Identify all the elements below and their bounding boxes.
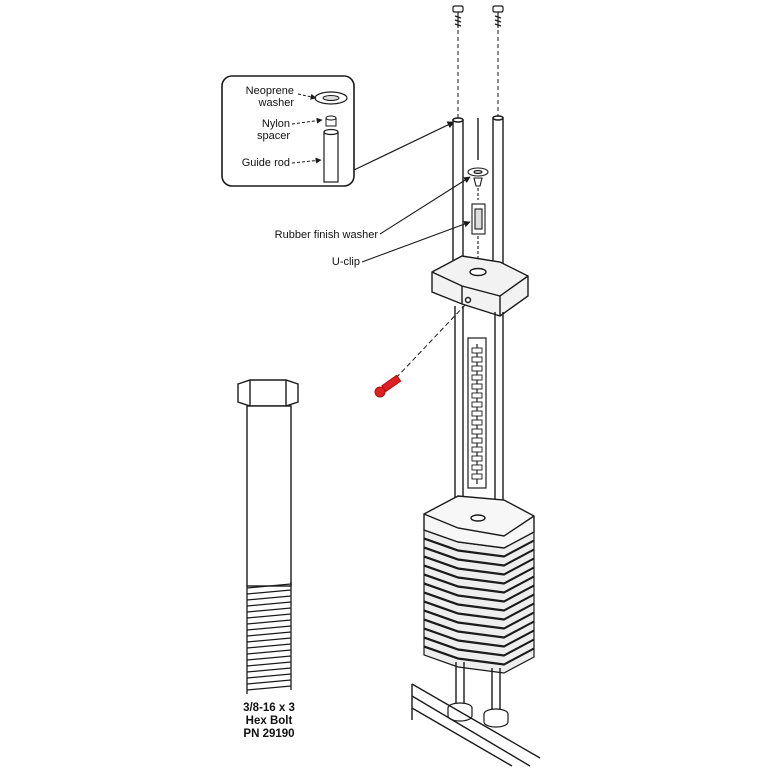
- rubber-washer-leader: [379, 176, 471, 235]
- weight-plate: [423, 601, 535, 629]
- thread-line: [246, 631, 292, 637]
- nylon-spacer-icon: [325, 115, 337, 127]
- stem-hole: [471, 455, 483, 462]
- weight-plate: [423, 628, 535, 656]
- stem-hole: [471, 446, 483, 453]
- stem-hole: [471, 401, 483, 408]
- selector-pin-icon: [374, 374, 402, 398]
- weight-plate: [423, 646, 535, 674]
- thread-line: [246, 649, 292, 655]
- stem-hole: [471, 410, 483, 417]
- stem-hole: [471, 419, 483, 426]
- label-rubber-finish-washer: Rubber finish washer: [274, 229, 378, 241]
- thread-line: [246, 625, 292, 631]
- callout-leader-line: [353, 121, 455, 171]
- stem-hole: [471, 374, 483, 381]
- stem-hole: [471, 356, 483, 363]
- weight-plate: [423, 610, 535, 638]
- thread-line: [246, 619, 292, 625]
- thread-line: [246, 655, 292, 661]
- label-neoprene-line1: Neoprene: [245, 85, 294, 97]
- label-neoprene-line2: washer: [258, 97, 294, 109]
- thread-line: [246, 637, 292, 643]
- guide-rod-icon: [323, 128, 339, 183]
- thread-edge: [246, 582, 292, 694]
- weight-plate: [423, 556, 535, 584]
- stem-hole: [471, 365, 483, 372]
- label-guide-rod: Guide rod: [241, 157, 290, 169]
- stem-hole: [471, 464, 483, 471]
- hex-bolt-icon: [237, 379, 299, 587]
- weight-stack: [423, 529, 535, 674]
- thread-line: [246, 661, 292, 667]
- label-nylon-spacer: Nylon spacer: [214, 118, 290, 142]
- weight-plate: [423, 565, 535, 593]
- guide-rods-middle: [454, 306, 504, 500]
- weight-plate: [423, 583, 535, 611]
- thread-line: [246, 685, 292, 691]
- weight-plate: [423, 637, 535, 665]
- guide-rods-lower: [455, 662, 501, 712]
- stem-hole: [471, 437, 483, 444]
- thread-line: [246, 607, 292, 613]
- top-screw-left: [452, 5, 464, 28]
- top-screw-right: [492, 5, 504, 28]
- callout-box: [221, 75, 355, 187]
- stem-hole: [471, 347, 483, 354]
- weight-plate: [423, 592, 535, 620]
- bolt-spec-label: 3/8-16 x 3 Hex Bolt PN 29190: [214, 702, 324, 741]
- stack-top-plate: [423, 495, 535, 549]
- thread-line: [246, 679, 292, 685]
- top-plate: [431, 255, 529, 317]
- bolt-part-number-text: PN 29190: [243, 728, 295, 740]
- thread-line: [246, 595, 292, 601]
- bolt-size-text: 3/8-16 x 3: [243, 702, 295, 714]
- u-clip-leader: [361, 220, 471, 263]
- weight-plate: [423, 547, 535, 575]
- rubber-bumpers: [447, 702, 509, 728]
- stem-hole: [471, 383, 483, 390]
- weight-plate: [423, 538, 535, 566]
- thread-line: [246, 601, 292, 607]
- bolt-threads: [246, 582, 292, 694]
- weight-plate: [423, 619, 535, 647]
- stem-hole: [471, 473, 483, 480]
- thread-line: [246, 643, 292, 649]
- thread-line: [246, 673, 292, 679]
- label-nylon-line1: Nylon: [261, 118, 290, 130]
- thread-line: [246, 613, 292, 619]
- rubber-finish-washer-icon: [467, 167, 489, 200]
- pin-dashed-path: [395, 303, 467, 379]
- thread-line: [246, 583, 292, 589]
- screw-dashed-paths: [457, 30, 499, 118]
- bolt-type-text: Hex Bolt: [245, 715, 293, 727]
- stem-hole: [471, 428, 483, 435]
- label-neoprene-washer: Neoprene washer: [214, 85, 294, 109]
- thread-line: [246, 667, 292, 673]
- label-u-clip: U-clip: [331, 256, 360, 268]
- selector-stem-holes: [471, 347, 483, 480]
- weight-plate: [423, 574, 535, 602]
- u-clip-icon: [471, 203, 486, 258]
- stem-hole: [471, 392, 483, 399]
- thread-line: [246, 589, 292, 595]
- label-nylon-line2: spacer: [256, 130, 290, 142]
- base-frame: [411, 683, 541, 767]
